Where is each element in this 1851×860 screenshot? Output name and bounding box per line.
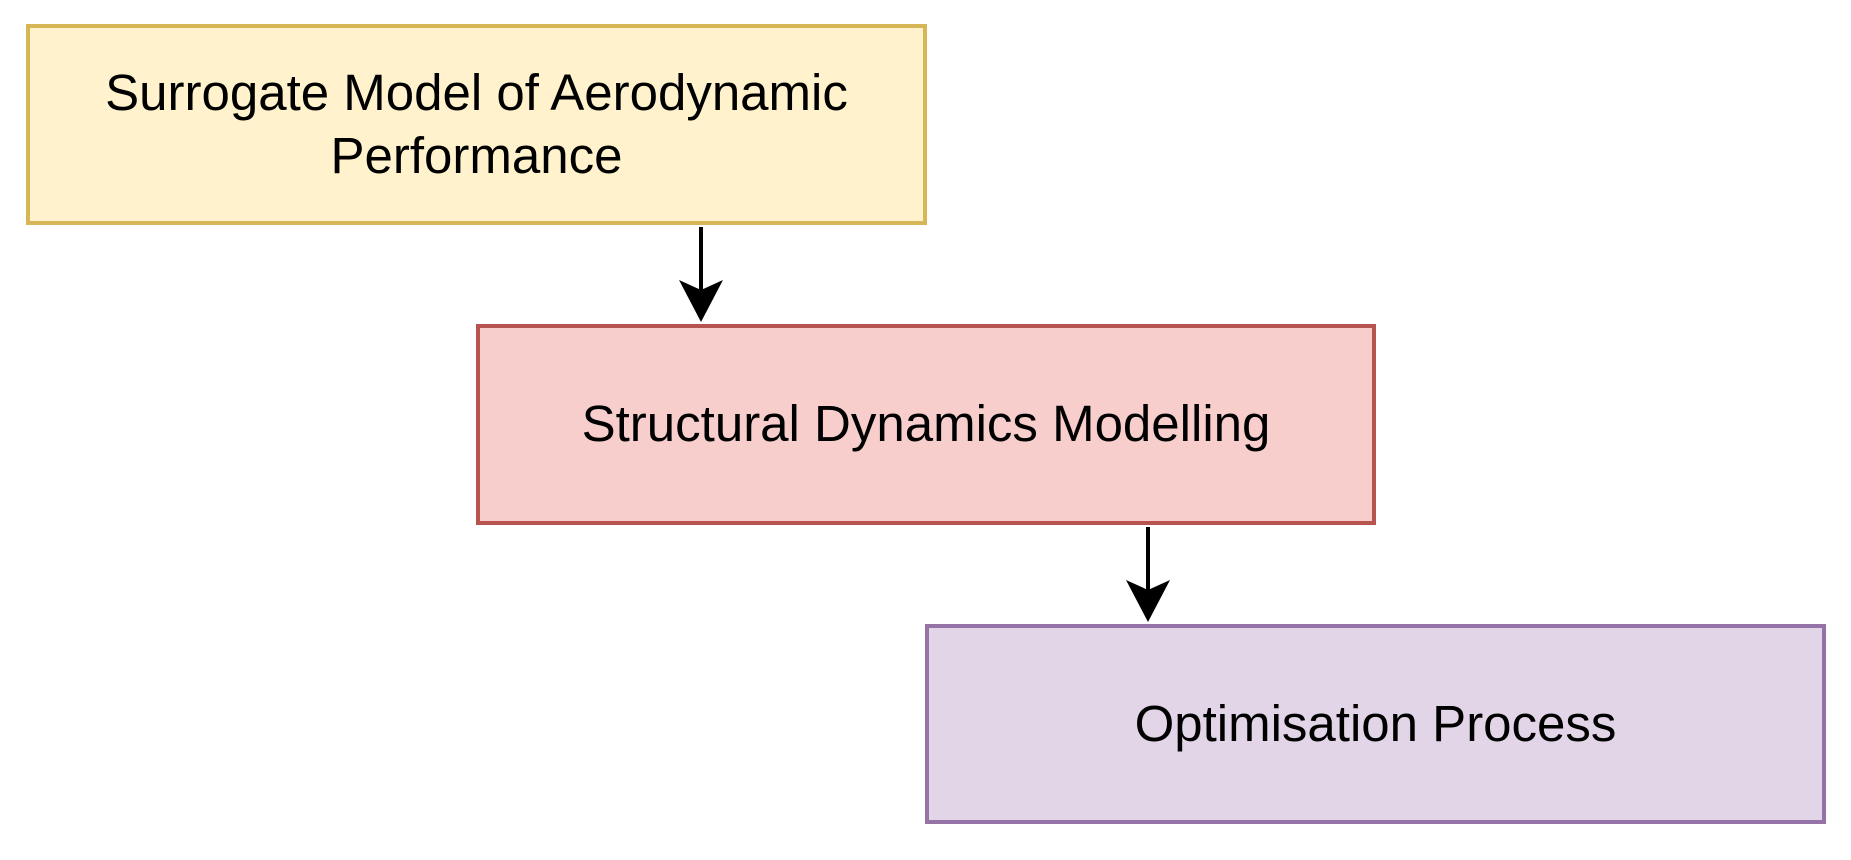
optimisation-process-box: Optimisation Process bbox=[925, 624, 1826, 824]
arrow-surrogate-to-structural bbox=[679, 227, 723, 322]
optimisation-process-label: Optimisation Process bbox=[1134, 694, 1617, 752]
arrow-surrogate-to-structural-head bbox=[679, 280, 723, 322]
arrow-structural-to-optimisation-head bbox=[1126, 580, 1170, 622]
surrogate-model-label: Surrogate Model of Aerodynamic Performan… bbox=[105, 62, 848, 186]
surrogate-model-label-line-2: Performance bbox=[330, 126, 623, 184]
structural-dynamics-label: Structural Dynamics Modelling bbox=[581, 395, 1271, 453]
structural-dynamics-box: Structural Dynamics Modelling bbox=[476, 324, 1376, 525]
surrogate-model-box: Surrogate Model of Aerodynamic Performan… bbox=[26, 24, 927, 225]
surrogate-model-label-line-1: Surrogate Model of Aerodynamic bbox=[105, 64, 848, 122]
arrow-structural-to-optimisation bbox=[1126, 527, 1170, 622]
